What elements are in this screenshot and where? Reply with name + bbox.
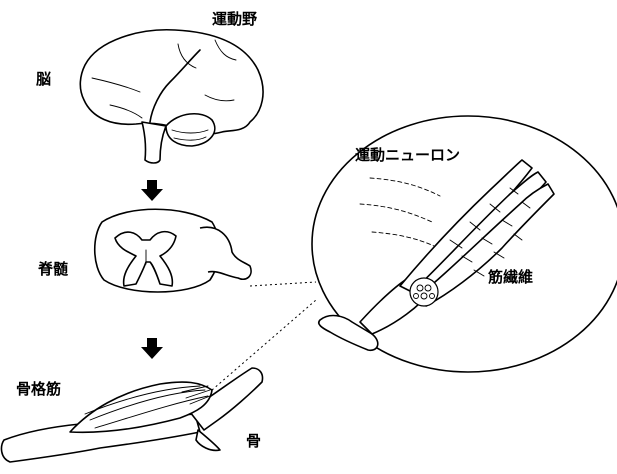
label-motor-neuron: 運動ニューロン xyxy=(355,148,460,163)
label-skeletal-muscle: 骨格筋 xyxy=(16,382,61,397)
label-brain: 脳 xyxy=(36,72,51,87)
spinal-cord-illustration xyxy=(95,209,251,292)
brain-illustration xyxy=(80,30,263,163)
down-arrow-icon xyxy=(141,180,163,201)
label-motor-cortex: 運動野 xyxy=(212,12,257,27)
label-bone: 骨 xyxy=(246,434,261,449)
label-muscle-fiber: 筋繊維 xyxy=(488,270,533,285)
down-arrow-icon xyxy=(141,338,163,359)
label-spinal-cord: 脊髄 xyxy=(38,262,68,277)
